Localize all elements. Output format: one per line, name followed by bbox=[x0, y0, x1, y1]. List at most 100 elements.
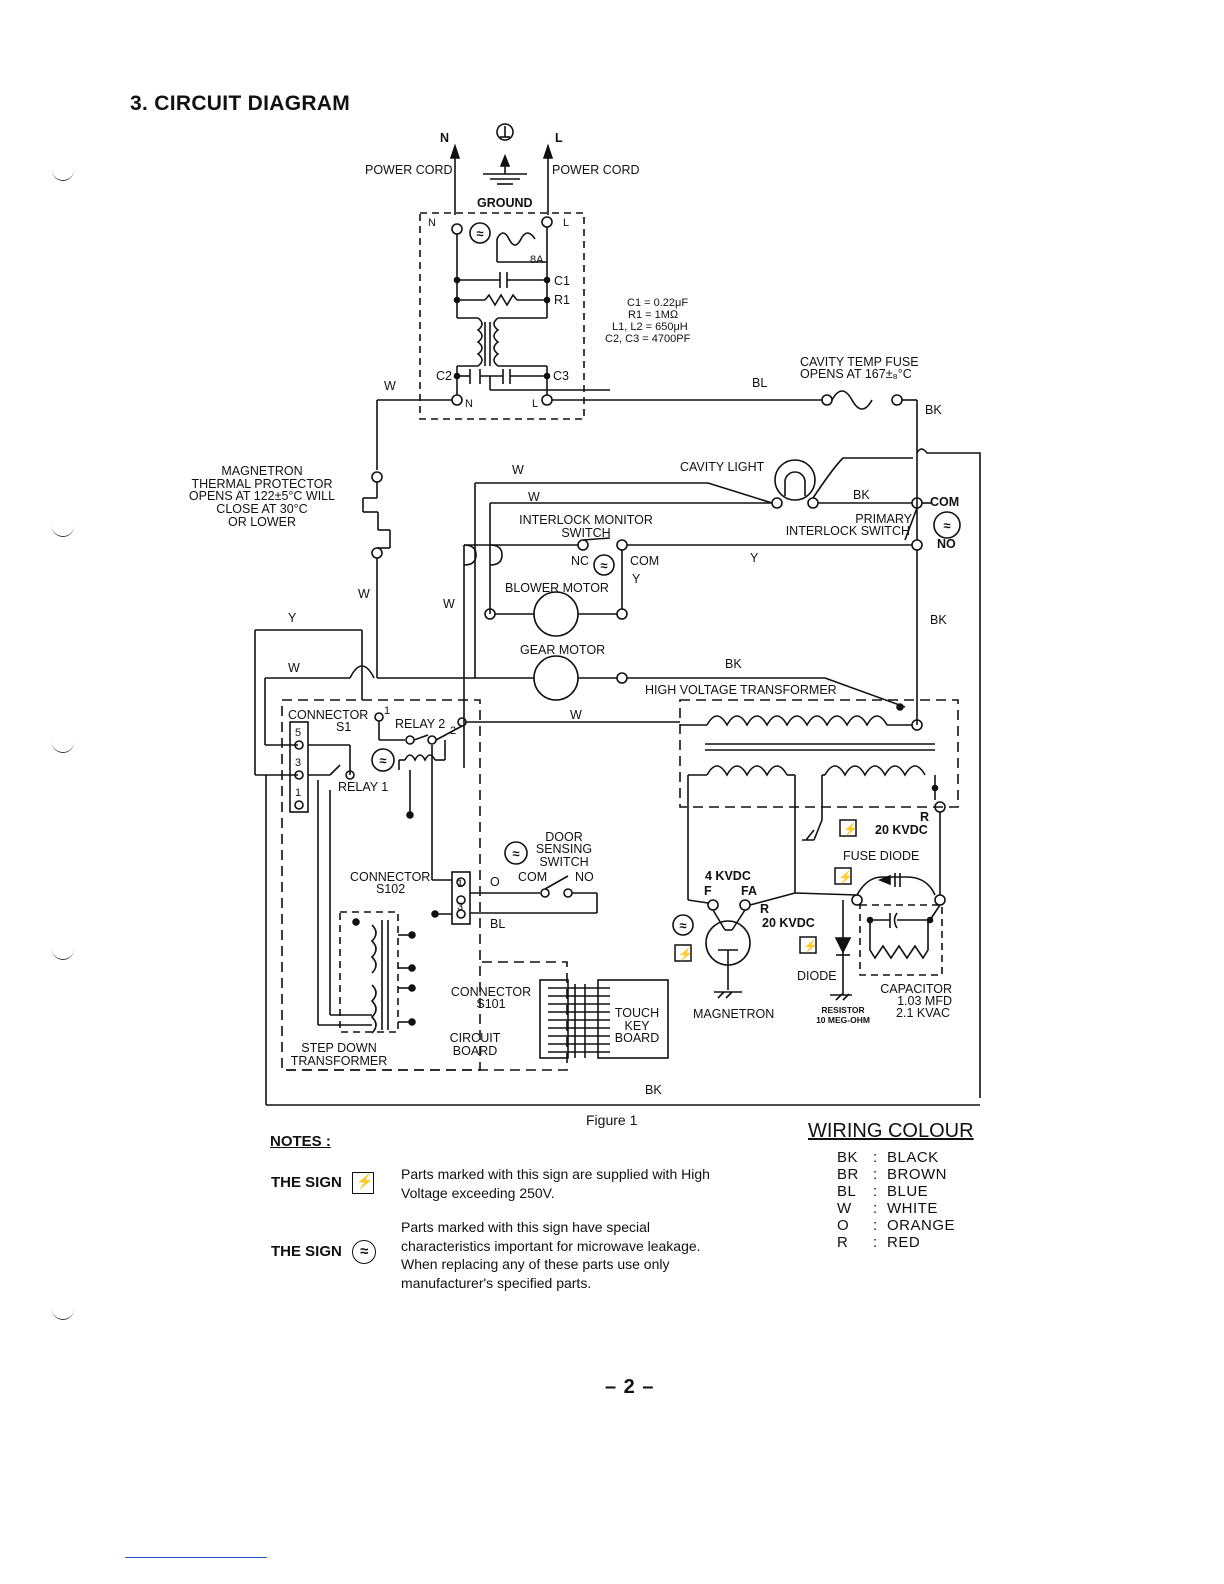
cavity-light-label: CAVITY LIGHT bbox=[680, 460, 765, 474]
wiring-colour-heading: WIRING COLOUR bbox=[808, 1120, 974, 1142]
gear-motor-label: GEAR MOTOR bbox=[520, 643, 605, 657]
mw-note: Parts marked with this sign have special… bbox=[401, 1219, 701, 1291]
label-com-primary: COM bbox=[930, 495, 959, 509]
svg-text:⚡: ⚡ bbox=[843, 822, 858, 836]
interlock-monitor-line1: INTERLOCK MONITOR bbox=[519, 513, 653, 527]
hv-note: Parts marked with this sign are supplied… bbox=[401, 1166, 710, 1201]
label-nc: NC bbox=[571, 554, 589, 568]
relay2-label: RELAY 2 bbox=[395, 717, 445, 731]
wire-w-1: W bbox=[384, 379, 396, 393]
wire-bk-5: BK bbox=[645, 1083, 662, 1097]
label-fa: FA bbox=[741, 884, 757, 898]
relay-pin-1: 1 bbox=[384, 705, 390, 717]
spec-c2c3: C2, C3 = 4700PF bbox=[605, 333, 691, 345]
wire-w-5: W bbox=[443, 597, 455, 611]
relay1-label: RELAY 1 bbox=[338, 780, 388, 794]
svg-text:⚡: ⚡ bbox=[678, 947, 693, 961]
label-o: O bbox=[490, 875, 500, 889]
s102-pin-1: 1 bbox=[457, 878, 463, 890]
hv-sign-row: THE SIGN bbox=[271, 1172, 375, 1194]
pin-5: 5 bbox=[295, 727, 301, 739]
page-number: – 2 – bbox=[605, 1376, 655, 1398]
wire-bk-3: BK bbox=[930, 613, 947, 627]
fuse-8a: 8A bbox=[530, 254, 544, 266]
connector-s101-line1: CONNECTOR bbox=[451, 985, 531, 999]
label-com-door: COM bbox=[518, 870, 547, 884]
microwave-leakage-icon: ≈ bbox=[352, 1240, 377, 1264]
svg-text:≈: ≈ bbox=[600, 558, 607, 573]
filter-n2: N bbox=[465, 398, 473, 410]
thermal-line3: OPENS AT 122±5°C WILL bbox=[189, 489, 335, 503]
magnetron-label: MAGNETRON bbox=[693, 1007, 774, 1021]
wiring-code: BL bbox=[837, 1183, 857, 1200]
wiring-code: W bbox=[837, 1200, 852, 1217]
thermal-line2: THERMAL PROTECTOR bbox=[192, 477, 333, 491]
door-switch-line2: SENSING bbox=[536, 842, 592, 856]
label-no-primary: NO bbox=[937, 537, 956, 551]
mw-sign-row: THE SIGN ≈ bbox=[271, 1240, 377, 1264]
label-4kvdc: 4 KVDC bbox=[705, 869, 751, 883]
thermal-line5: OR LOWER bbox=[228, 515, 296, 529]
label-power-cord-right: POWER CORD bbox=[552, 163, 640, 177]
label-r1: R1 bbox=[554, 293, 570, 307]
wiring-code: R bbox=[837, 1234, 849, 1251]
wire-y-1: Y bbox=[750, 551, 759, 565]
bottom-rule bbox=[125, 1557, 267, 1558]
thermal-line1: MAGNETRON bbox=[221, 464, 302, 478]
cavity-fuse-line1: CAVITY TEMP FUSE bbox=[800, 355, 919, 369]
label-no-door: NO bbox=[575, 870, 594, 884]
wiring-name: ORANGE bbox=[887, 1217, 956, 1234]
margin-mark bbox=[52, 945, 74, 960]
wiring-name: BLUE bbox=[887, 1183, 929, 1200]
wiring-name: WHITE bbox=[887, 1200, 938, 1217]
filter-n: N bbox=[428, 217, 436, 229]
label-20kvdc-a: 20 KVDC bbox=[762, 916, 815, 930]
wiring-code: O bbox=[837, 1217, 850, 1234]
wiring-row: BK:BLACK bbox=[837, 1149, 939, 1166]
high-voltage-icon bbox=[352, 1172, 375, 1194]
label-power-cord-left: POWER CORD bbox=[365, 163, 453, 177]
wiring-row: BR:BROWN bbox=[837, 1166, 947, 1183]
capacitor-line1: CAPACITOR bbox=[880, 982, 952, 996]
svg-text:⚡: ⚡ bbox=[838, 870, 853, 884]
cavity-fuse-line2: OPENS AT 167±₈°C bbox=[800, 367, 912, 381]
circuit-board-line1: CIRCUIT bbox=[450, 1031, 501, 1045]
svg-text:⚡: ⚡ bbox=[803, 939, 818, 953]
interlock-monitor-line2: SWITCH bbox=[561, 526, 610, 540]
connector-s101-line2: S101 bbox=[476, 997, 505, 1011]
wiring-row: O:ORANGE bbox=[837, 1217, 956, 1234]
step-down-line2: TRANSFORMER bbox=[291, 1054, 388, 1068]
mw-sign-label: THE SIGN bbox=[271, 1243, 342, 1261]
label-ground: GROUND bbox=[477, 196, 533, 210]
wiring-code: BR bbox=[837, 1166, 859, 1183]
label-c3: C3 bbox=[553, 369, 569, 383]
connector-s1-line2: S1 bbox=[336, 720, 351, 734]
svg-text:≈: ≈ bbox=[476, 226, 483, 241]
pin-3: 3 bbox=[295, 757, 301, 769]
hv-transformer-label: HIGH VOLTAGE TRANSFORMER bbox=[645, 683, 837, 697]
label-20kvdc-b: 20 KVDC bbox=[875, 823, 928, 837]
margin-mark bbox=[52, 738, 74, 753]
wire-bl-2: BL bbox=[490, 917, 505, 931]
wiring-name: BLACK bbox=[887, 1149, 939, 1166]
resistor-line1: RESISTOR bbox=[821, 1005, 864, 1015]
margin-mark bbox=[52, 1305, 74, 1320]
label-f: F bbox=[704, 884, 712, 898]
wiring-name: RED bbox=[887, 1234, 921, 1251]
wire-bl-1: BL bbox=[752, 376, 767, 390]
filter-l2: L bbox=[532, 398, 538, 410]
resistor-line2: 10 MEG-OHM bbox=[816, 1015, 870, 1025]
wiring-code: BK bbox=[837, 1149, 859, 1166]
touch-key-line1: TOUCH bbox=[615, 1006, 659, 1020]
wiring-colour-table: BK:BLACK BR:BROWN BL:BLUE W:WHITE O:ORAN… bbox=[837, 1149, 955, 1251]
wire-bk-1: BK bbox=[925, 403, 942, 417]
touch-key-line3: BOARD bbox=[615, 1031, 659, 1045]
wire-bk-2: BK bbox=[853, 488, 870, 502]
capacitor-line3: 2.1 KVAC bbox=[896, 1006, 950, 1020]
door-switch-line3: SWITCH bbox=[539, 855, 588, 869]
step-down-line1: STEP DOWN bbox=[301, 1041, 376, 1055]
primary-interlock-line2: INTERLOCK SWITCH bbox=[786, 524, 910, 538]
label-l: L bbox=[555, 131, 563, 145]
wire-w-3: W bbox=[528, 490, 540, 504]
